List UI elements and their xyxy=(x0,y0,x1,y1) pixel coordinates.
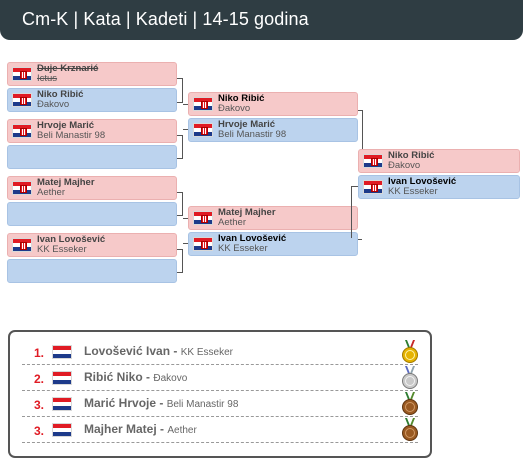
croatia-flag-icon xyxy=(12,181,32,195)
competitor-club: Đakovo xyxy=(388,160,421,171)
competitor-club: Ictus xyxy=(37,73,58,84)
result-name: Lovošević Ivan xyxy=(84,344,171,358)
croatia-flag-icon xyxy=(52,397,72,411)
bracket-connector xyxy=(177,192,183,216)
result-rank: 2. xyxy=(34,372,45,386)
croatia-flag-icon xyxy=(363,154,383,168)
result-club: Aether xyxy=(167,425,197,436)
competitor-club: Aether xyxy=(37,187,65,198)
croatia-flag-icon xyxy=(193,97,213,111)
result-row: 1. Lovošević Ivan - KK Esseker xyxy=(22,340,418,365)
croatia-flag-icon xyxy=(52,345,72,359)
bracket-slot[interactable]: Ivan Lovošević KK Esseker xyxy=(358,175,520,199)
result-name: Marić Hrvoje xyxy=(84,396,157,410)
croatia-flag-icon xyxy=(193,123,213,137)
bracket-connector xyxy=(177,78,183,103)
croatia-flag-icon xyxy=(12,124,32,138)
competitor-club: KK Esseker xyxy=(37,244,87,255)
croatia-flag-icon xyxy=(52,423,72,437)
competitor-name: Hrvoje Marić xyxy=(218,119,276,130)
competitor-name: Ivan Lovošević xyxy=(218,233,287,244)
bracket-slot[interactable]: Niko Ribić Đakovo xyxy=(358,149,520,173)
results-panel: 1. Lovošević Ivan - KK Esseker 2. Ribić … xyxy=(8,330,432,458)
result-rank: 3. xyxy=(34,424,45,438)
bracket-slot[interactable]: Hrvoje Marić Beli Manastir 98 xyxy=(7,119,177,143)
competitor-club: KK Esseker xyxy=(388,186,438,197)
bracket-connector xyxy=(183,129,188,130)
competitor-name: Duje Krznarić xyxy=(37,63,99,74)
result-club: Đakovo xyxy=(153,373,188,384)
competitor-name: Niko Ribić xyxy=(37,89,84,100)
category-title: Cm-K | Kata | Kadeti | 14-15 godina xyxy=(22,9,309,29)
croatia-flag-icon xyxy=(193,211,213,225)
bracket-connector xyxy=(177,249,183,273)
bronze-medal-icon xyxy=(402,392,418,415)
result-row: 2. Ribić Niko - Đakovo xyxy=(22,366,418,391)
competitor-club: Đakovo xyxy=(218,103,251,114)
result-rank: 3. xyxy=(34,398,45,412)
result-name: Ribić Niko xyxy=(84,370,143,384)
croatia-flag-icon xyxy=(363,180,383,194)
bracket-connector xyxy=(351,186,359,187)
result-name: Majher Matej xyxy=(84,422,157,436)
result-club: Beli Manastir 98 xyxy=(166,399,239,410)
bronze-medal-icon xyxy=(402,418,418,441)
result-club: KK Esseker xyxy=(180,347,233,358)
bracket-slot[interactable]: Niko Ribić Đakovo xyxy=(7,88,177,112)
bracket-connector xyxy=(183,104,188,105)
competitor-club: Đakovo xyxy=(37,99,70,110)
competitor-club: Beli Manastir 98 xyxy=(37,130,106,141)
competitor-name: Ivan Lovošević xyxy=(388,176,457,187)
bracket-slot[interactable]: Ivan Lovošević KK Esseker xyxy=(7,233,177,257)
competitor-name: Niko Ribić xyxy=(388,150,435,161)
bracket-slot-empty[interactable] xyxy=(7,145,177,169)
competitor-name: Matej Majher xyxy=(218,207,276,218)
bracket-slot-empty[interactable] xyxy=(7,259,177,283)
bracket-slot-empty[interactable] xyxy=(7,202,177,226)
silver-medal-icon xyxy=(402,366,418,389)
gold-medal-icon xyxy=(402,340,418,363)
competitor-name: Niko Ribić xyxy=(218,93,265,104)
competitor-club: Aether xyxy=(218,217,246,228)
croatia-flag-icon xyxy=(52,371,72,385)
bracket-connector xyxy=(183,218,188,219)
bracket-slot[interactable]: Matej Majher Aether xyxy=(188,206,358,230)
result-row: 3. Marić Hrvoje - Beli Manastir 98 xyxy=(22,392,418,417)
competitor-club: Beli Manastir 98 xyxy=(218,129,287,140)
competitor-name: Matej Majher xyxy=(37,177,95,188)
bracket-connector xyxy=(183,243,188,244)
bracket-slot[interactable]: Ivan Lovošević KK Esseker xyxy=(188,232,358,256)
bracket-connector xyxy=(177,135,183,159)
croatia-flag-icon xyxy=(193,237,213,251)
category-header: Cm-K | Kata | Kadeti | 14-15 godina xyxy=(0,0,523,40)
croatia-flag-icon xyxy=(12,93,32,107)
competitor-name: Ivan Lovošević xyxy=(37,234,106,245)
bracket-slot[interactable]: Hrvoje Marić Beli Manastir 98 xyxy=(188,118,358,142)
bracket-slot[interactable]: Niko Ribić Đakovo xyxy=(188,92,358,116)
result-row: 3. Majher Matej - Aether xyxy=(22,418,418,443)
croatia-flag-icon xyxy=(12,238,32,252)
bracket-slot[interactable]: Duje Krznarić Ictus xyxy=(7,62,177,86)
bracket-slot[interactable]: Matej Majher Aether xyxy=(7,176,177,200)
bracket-connector xyxy=(351,186,352,238)
competitor-club: KK Esseker xyxy=(218,243,268,254)
result-rank: 1. xyxy=(34,346,45,360)
croatia-flag-icon xyxy=(12,67,32,81)
competitor-name: Hrvoje Marić xyxy=(37,120,95,131)
